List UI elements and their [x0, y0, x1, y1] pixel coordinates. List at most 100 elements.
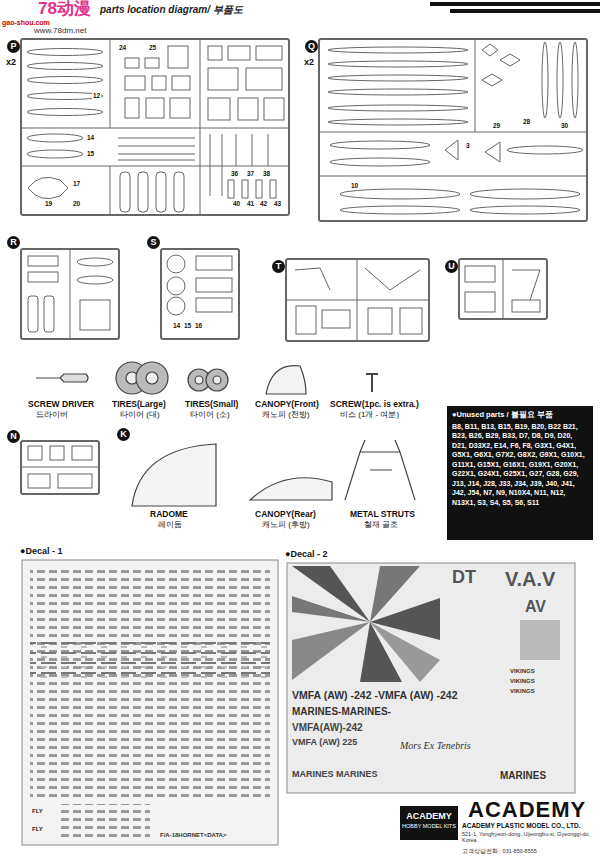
sprue-frame: R: [20, 248, 120, 340]
sprue-frame: U: [458, 258, 548, 320]
sprue-q-parts-shape: [500, 54, 520, 66]
part-label: METAL STRUTS: [350, 510, 415, 519]
sprue-p-parts-shape: [210, 134, 211, 196]
sprue-p-parts-shape: [118, 154, 195, 155]
callout-number: 42: [259, 200, 268, 207]
brand-logo-box: ACADEMYHOBBY MODEL KITS: [400, 806, 458, 840]
part-label: VIKINGS: [510, 668, 535, 675]
sprue-q-parts-shape: [330, 158, 430, 166]
part-label: 레이돔: [158, 521, 182, 530]
node-heading: U: [445, 260, 458, 273]
sprue-frame: Qx2: [318, 38, 588, 222]
sprue-frame: Px2: [20, 38, 290, 216]
sprue-p-parts-shape: [27, 109, 103, 116]
loose-parts-shape: [345, 440, 415, 500]
unused-parts-box: ●Unused parts / 불필요 부품 B8, B11, B13, B15,…: [447, 406, 593, 540]
loose-parts-shape: [36, 374, 88, 382]
sprue-p-parts-shape: [27, 134, 83, 142]
decal-sheet-1: [22, 560, 278, 845]
small-sprue-parts-shape: [167, 255, 185, 273]
part-label: 철재 골조: [364, 521, 398, 530]
node-heading: R: [7, 236, 20, 249]
sprue-q-parts-shape: [340, 189, 460, 199]
node-heading: ●Unused parts / 불필요 부품: [452, 410, 588, 419]
part-label: 521-1, Yonghyeon-dong, Uijeongbu-si, Gye…: [462, 831, 594, 843]
sprue-q-parts-shape: [328, 119, 468, 125]
node-text: x2: [6, 57, 16, 67]
small-sprue-parts-shape: [70, 248, 71, 340]
sprue-p-parts-shape: [208, 46, 222, 60]
callout-number: 14: [172, 322, 181, 329]
node-heading: parts location diagram/ 부품도: [100, 3, 243, 17]
decal-sheet-1-shape: [60, 804, 150, 838]
small-sprue-parts-shape: [400, 308, 422, 334]
sprue-p-parts-shape: [27, 49, 103, 56]
header-bars: [430, 2, 600, 13]
callout-number: 15: [86, 150, 95, 157]
sprue-q-parts-shape: [482, 44, 498, 56]
sprue-p-parts-shape: [27, 93, 103, 100]
sprue-p-parts-shape: [170, 98, 190, 118]
sprue-q-parts-shape: [330, 141, 430, 149]
small-sprue-parts-shape: [28, 446, 42, 460]
small-sprue-parts-shape: [28, 296, 38, 332]
small-sprue-parts-shape: [50, 446, 64, 460]
node-heading: T: [272, 260, 285, 273]
sprue-p-parts-shape: [264, 98, 284, 120]
callout-number: 24: [118, 44, 127, 51]
sprue-p-parts-shape: [200, 38, 201, 216]
sprue-q-parts-shape: [328, 105, 468, 111]
callout-number: 40: [232, 200, 241, 207]
loose-parts-shape: [266, 366, 306, 394]
header-bars-shape: [430, 2, 600, 6]
part-label: 드라이버: [36, 411, 68, 420]
sprue-frame: T: [285, 258, 430, 342]
callout-number: 36: [230, 170, 239, 177]
sprue-p-parts-shape: [156, 172, 166, 212]
sprue-p-parts-shape: [27, 63, 103, 70]
part-label: FLY: [32, 826, 43, 833]
small-sprue-parts-shape: [285, 300, 430, 301]
callout-number: 3: [465, 142, 471, 149]
part-label: 캐노피 (전방): [262, 411, 310, 420]
sprue-p-parts-shape: [256, 180, 262, 198]
small-sprue-parts-shape: [512, 300, 540, 312]
part-label: RADOME: [150, 510, 188, 519]
part-label: 78动漫: [38, 0, 91, 19]
decal-sheet-1-shape: [30, 640, 270, 680]
small-sprue-parts-shape: [72, 446, 92, 460]
small-sprue-parts-shape: [196, 256, 232, 270]
small-sprue-parts-shape: [28, 474, 50, 488]
part-label: gao-shou.com: [2, 19, 50, 27]
sprue-frame: N: [20, 440, 100, 495]
node-text: B8, B11, B13, B15, B19, B20, B22 B21, B2…: [452, 422, 588, 507]
sprue-p-parts-shape: [208, 68, 238, 90]
sprue-q-parts-shape: [328, 75, 468, 81]
small-sprue-parts-shape: [365, 268, 420, 290]
callout-number: 14: [86, 134, 95, 141]
callout-number: 38: [262, 170, 271, 177]
small-sprue-parts-shape: [503, 258, 504, 320]
callout-number: 41: [246, 200, 255, 207]
sprue-q-parts-shape: [572, 42, 578, 118]
sprue-p-parts-shape: [125, 58, 139, 68]
decal-sheet-2-shape: [292, 596, 370, 622]
decal-sheet-2-shape: [287, 563, 575, 793]
small-sprue-parts-shape: [465, 292, 495, 312]
callout-number: 25: [148, 44, 157, 51]
sprue-q-parts-shape: [470, 206, 580, 214]
part-label: AV: [525, 598, 546, 616]
part-label: SCREW(1pc. is extra.): [330, 400, 419, 409]
small-sprue-parts-shape: [167, 297, 185, 315]
sprue-p-parts-shape: [28, 177, 68, 198]
loose-parts-shape: [250, 478, 332, 500]
decal-sheet-1-shape: [30, 568, 270, 798]
sprue-q-parts-shape: [557, 42, 563, 118]
part-label: TIRES(Small): [185, 400, 238, 409]
sprue-q-parts-shape: [328, 89, 468, 95]
small-sprue-parts-shape: [28, 272, 58, 282]
part-label: 비스 (1개 - 여분): [340, 411, 399, 420]
part-label: VMFA(AW)-242: [292, 722, 363, 733]
part-label: FLY: [32, 808, 43, 815]
